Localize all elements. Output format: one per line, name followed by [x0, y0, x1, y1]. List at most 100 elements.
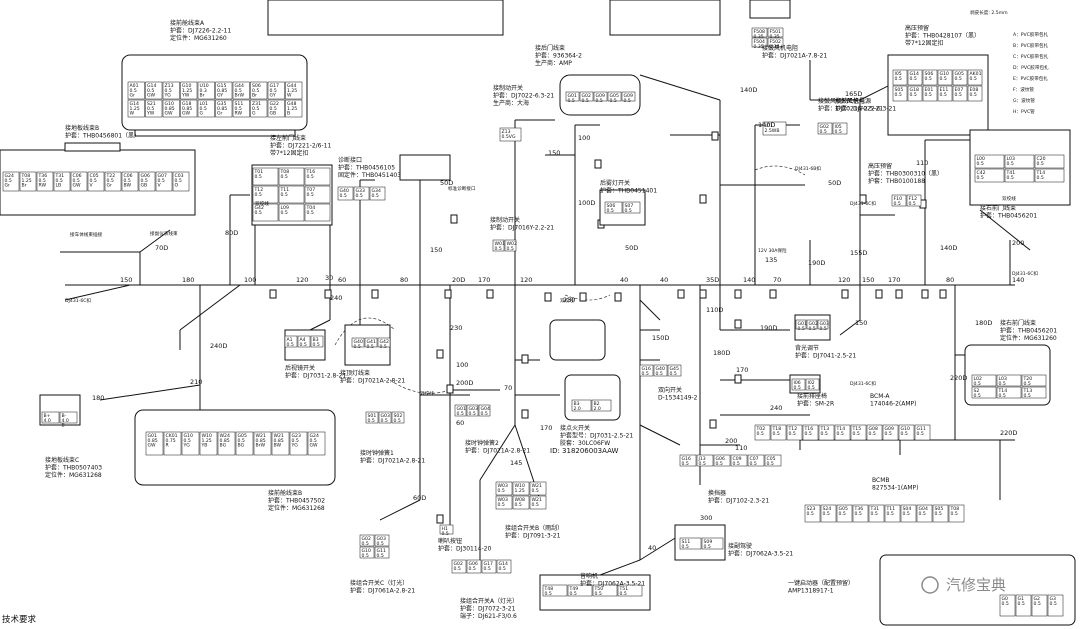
pin-cell	[1021, 374, 1047, 387]
pin-label: 0.5	[281, 174, 288, 180]
wire-length-label: 170	[736, 366, 748, 374]
wire-length-label: 170	[888, 276, 900, 284]
pin-cell	[337, 186, 354, 201]
pin-cell	[906, 194, 922, 207]
pin-label: U10	[200, 83, 209, 89]
pin-label: L00	[977, 156, 985, 162]
pin-cell	[653, 364, 668, 377]
pin-cell	[971, 386, 997, 399]
wire-length-label: 240D	[210, 342, 227, 350]
pin-label: 0.5	[955, 92, 962, 98]
pin-cell	[679, 537, 702, 550]
pin-label: 0.5	[200, 106, 207, 112]
pin-label: BG	[238, 443, 245, 449]
connector-title: 高压预留	[868, 162, 892, 170]
pin-cell	[604, 201, 623, 214]
pin-cell	[252, 185, 279, 204]
pin-cell	[439, 524, 454, 535]
pin-label: 0.5	[750, 461, 757, 467]
wire-length-label: 100	[244, 276, 256, 284]
pin-cell	[593, 91, 608, 102]
wire-length-label: 60	[338, 276, 346, 284]
pin-label: 0.5	[498, 488, 505, 494]
pin-label: GW	[165, 111, 174, 117]
pin-label: T11	[280, 187, 290, 193]
pin-label: 0.5	[596, 98, 603, 104]
wire-length-label: 100	[578, 134, 590, 142]
connector-spec: 定位件：MG631268	[45, 471, 102, 479]
pin-label: 0.5	[925, 76, 932, 82]
pin-label: 0.5	[917, 431, 924, 437]
pin-cell	[310, 335, 324, 348]
wire-length-label: 170	[540, 424, 552, 432]
pin-label: 0.5	[90, 178, 97, 184]
pin-cell	[820, 504, 837, 523]
pin-cell	[806, 319, 818, 330]
pin-label: V	[158, 183, 162, 189]
pin-cell	[278, 203, 305, 222]
pin-label: GW	[147, 93, 156, 99]
pin-cell	[374, 546, 390, 559]
pin-cell	[764, 454, 782, 467]
wire-length-label: 135	[765, 256, 777, 264]
connector-title: BCMB	[872, 477, 890, 484]
pin-label: 0.5	[620, 591, 627, 597]
pin-cell	[892, 69, 908, 86]
pin-cell	[818, 424, 835, 441]
pin-label: S06	[607, 203, 616, 209]
pin-label: 0.85	[256, 438, 266, 444]
pin-cell	[679, 454, 697, 467]
pin-label: 0.5	[368, 418, 375, 424]
pin-label: 0.5	[935, 511, 942, 517]
note-label: DJ431-6B扣	[795, 165, 821, 172]
wire-length-label: 200	[725, 437, 737, 445]
pin-cell	[974, 168, 1005, 183]
pin-label: 0.5	[1037, 161, 1044, 167]
pin-label: G05	[839, 506, 848, 512]
pin-label: G15	[217, 83, 226, 89]
connector-title: 接前舱线束B	[268, 489, 302, 497]
pin-label: 0.5	[903, 511, 910, 517]
pin-label: F504	[754, 39, 765, 45]
wire-length-label: 60	[456, 419, 464, 427]
pin-label: YW	[146, 111, 155, 117]
wire-length-label: 140D	[940, 244, 957, 252]
pin-label: 0.5	[999, 381, 1006, 387]
pin-label: 0.5	[869, 431, 876, 437]
pin-label: S07	[625, 203, 634, 209]
wire-length-label: 100	[456, 361, 468, 369]
pin-label: 0.5	[625, 208, 632, 214]
pin-label: 0.5	[1037, 175, 1044, 181]
pin-cell	[250, 99, 268, 118]
pin-label: YG	[291, 443, 299, 449]
pin-label: G22	[270, 101, 279, 107]
pin-label: 4.0	[62, 418, 69, 424]
connector-spec: 护套：DJ7021A-2.8-21	[465, 447, 530, 455]
wire-length-label: 70	[504, 384, 512, 392]
pin-cell	[271, 431, 290, 456]
id-tag: ID: 318206003AAW	[550, 447, 619, 455]
connector-spec: 护套：THB0456201	[980, 212, 1037, 220]
wire-length-label: 220D	[1000, 429, 1017, 437]
pin-label: G03	[469, 406, 478, 412]
connector-spec: 护套：THB0300310（黑）	[868, 170, 943, 178]
pin-cell	[512, 495, 530, 510]
connector-title: 接右前门线束	[980, 204, 1016, 212]
pin-label: H1	[442, 526, 448, 532]
connector-spec: 护套：DJ7072-3-21	[460, 605, 516, 613]
note-label: 标准诊断接口	[448, 185, 476, 192]
pin-label: 0.5	[457, 411, 464, 417]
pin-cell	[805, 378, 820, 391]
pin-label: 0.5	[670, 371, 677, 377]
pin-label: G17	[484, 561, 493, 567]
wire-length-label: 150	[548, 149, 560, 157]
pin-label: 0.5	[821, 431, 828, 437]
pin-cell	[592, 584, 618, 597]
pin-cell	[567, 584, 593, 597]
pin-cell	[791, 378, 806, 391]
pin-label: Gr	[130, 93, 136, 99]
pin-label: T22	[106, 173, 116, 179]
pin-label: G40	[340, 188, 349, 194]
pin-label: G09	[596, 93, 605, 99]
wire-length-label: 240	[770, 404, 782, 412]
